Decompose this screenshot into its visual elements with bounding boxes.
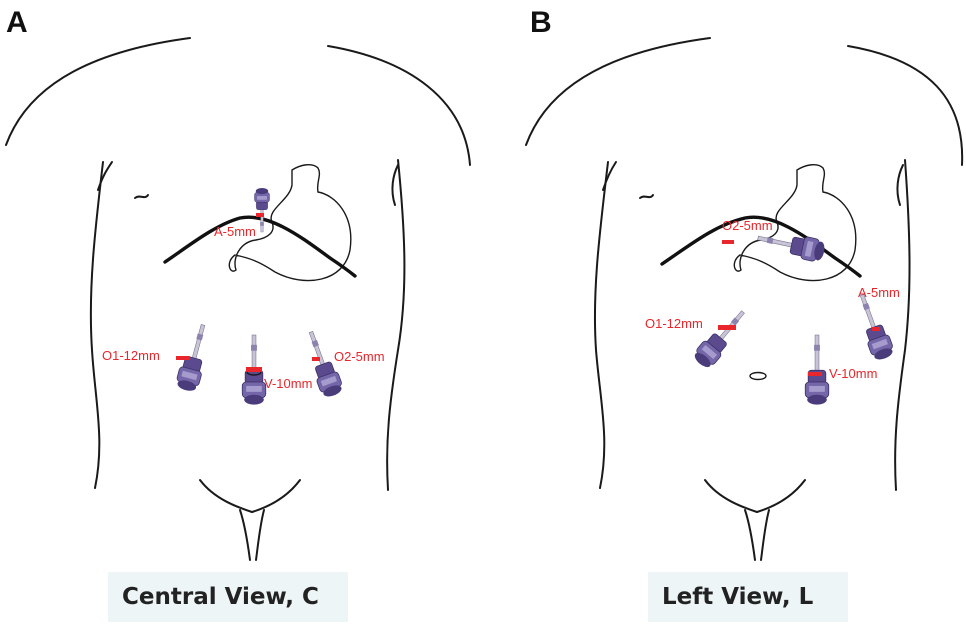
caption-central-view: Central View, C: [108, 572, 348, 622]
stomach-outline: [229, 165, 350, 281]
umbilicus: [750, 373, 766, 380]
liver-edge: [165, 217, 355, 276]
port-mark: [246, 367, 262, 372]
port-mark: [312, 357, 320, 361]
port-label-o1: O1-12mm: [102, 348, 160, 363]
trocar-icon: [691, 305, 752, 371]
port-label-a: A-5mm: [214, 224, 256, 239]
trocar-icon: [805, 335, 829, 405]
trocar-icon: [255, 188, 270, 232]
port-label-v: V-10mm: [829, 366, 877, 381]
port-label-a: A-5mm: [858, 285, 900, 300]
port-label-o2: O2-5mm: [722, 218, 773, 233]
port-mark: [176, 356, 190, 360]
torso-outline: [6, 38, 470, 560]
port-label-o2: O2-5mm: [334, 349, 385, 364]
caption-left-view: Left View, L: [648, 572, 848, 622]
torso-diagrams: A-5mm O1-12mm V-10mm O2-5mm: [0, 0, 966, 570]
port-mark: [722, 240, 734, 244]
port-label-v: V-10mm: [264, 376, 312, 391]
port-label-o1: O1-12mm: [645, 316, 703, 331]
panel-a-drawing: A-5mm O1-12mm V-10mm O2-5mm: [6, 38, 470, 560]
panel-b-drawing: O2-5mm A-5mm O1-12mm V-10mm: [526, 38, 962, 560]
trocar-icon: [851, 291, 895, 362]
port-mark: [808, 372, 822, 376]
port-mark: [256, 213, 264, 217]
port-mark: [872, 327, 880, 331]
port-mark: [718, 325, 736, 330]
